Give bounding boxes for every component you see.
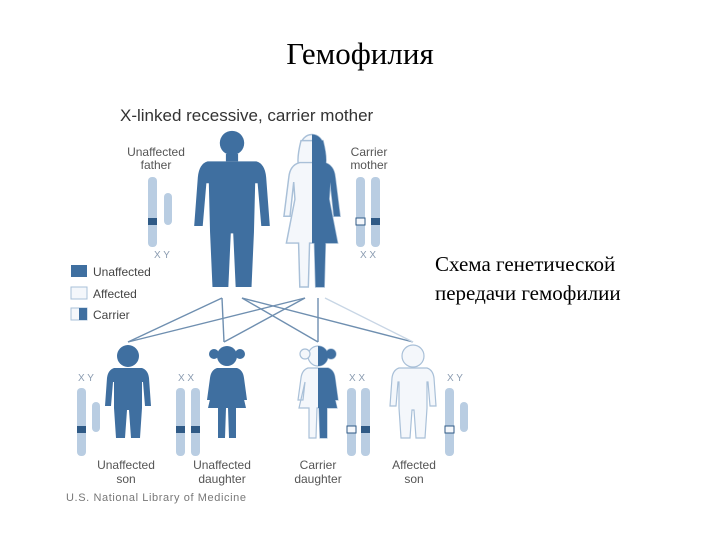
- slide-title: Гемофилия: [286, 36, 434, 71]
- father-label-line2: father: [141, 158, 172, 172]
- child-unaffected-daughter: X X Unaffected daughter: [176, 346, 251, 486]
- inheritance-lines: [127, 297, 414, 343]
- child-1-chrom-label: X Y: [78, 373, 94, 384]
- legend: Unaffected Affected Carrier: [70, 265, 151, 322]
- caption-line-2: передачи гемофилии: [435, 281, 621, 305]
- child-2-chrom-label: X X: [178, 373, 194, 384]
- child-carrier-daughter: X X Carrier daughter: [294, 345, 370, 486]
- child-1-label-line2: son: [116, 472, 135, 486]
- caption-line-1: Схема генетической: [435, 252, 616, 276]
- child-1-label-line1: Unaffected: [97, 458, 155, 472]
- diagram-title: X-linked recessive, carrier mother: [120, 106, 374, 125]
- legend-swatch-unaffected: [71, 265, 87, 277]
- child-2-label-line2: daughter: [198, 472, 245, 486]
- child-affected-son: X Y Affected son: [389, 344, 468, 486]
- mother-chrom-label: X X: [360, 250, 376, 261]
- child-4-label-line2: son: [404, 472, 423, 486]
- legend-carrier: Carrier: [93, 308, 130, 322]
- child-2-label-line1: Unaffected: [193, 458, 251, 472]
- child-4-chrom-label: X Y: [447, 373, 463, 384]
- credit-text: U.S. National Library of Medicine: [66, 492, 247, 504]
- legend-affected: Affected: [93, 287, 137, 301]
- father-chrom-label: X Y: [154, 250, 170, 261]
- father-chromosomes: X Y: [148, 177, 172, 261]
- mother-label-line1: Carrier: [351, 145, 388, 159]
- mother-label-line2: mother: [350, 158, 387, 172]
- child-3-label-line2: daughter: [294, 472, 341, 486]
- father-label-line1: Unaffected: [127, 145, 185, 159]
- caption: Схема генетической передачи гемофилии: [435, 250, 705, 308]
- legend-swatch-affected: [70, 286, 88, 300]
- father-figure: [194, 130, 270, 287]
- mother-figure: [283, 133, 341, 288]
- child-3-label-line1: Carrier: [300, 458, 337, 472]
- legend-unaffected: Unaffected: [93, 265, 151, 279]
- child-4-label-line1: Affected: [392, 458, 436, 472]
- inheritance-lines-light: [324, 297, 414, 343]
- child-unaffected-son: X Y Unaffected son: [77, 345, 155, 486]
- child-3-chrom-label: X X: [349, 373, 365, 384]
- mother-chromosomes: X X: [355, 177, 380, 261]
